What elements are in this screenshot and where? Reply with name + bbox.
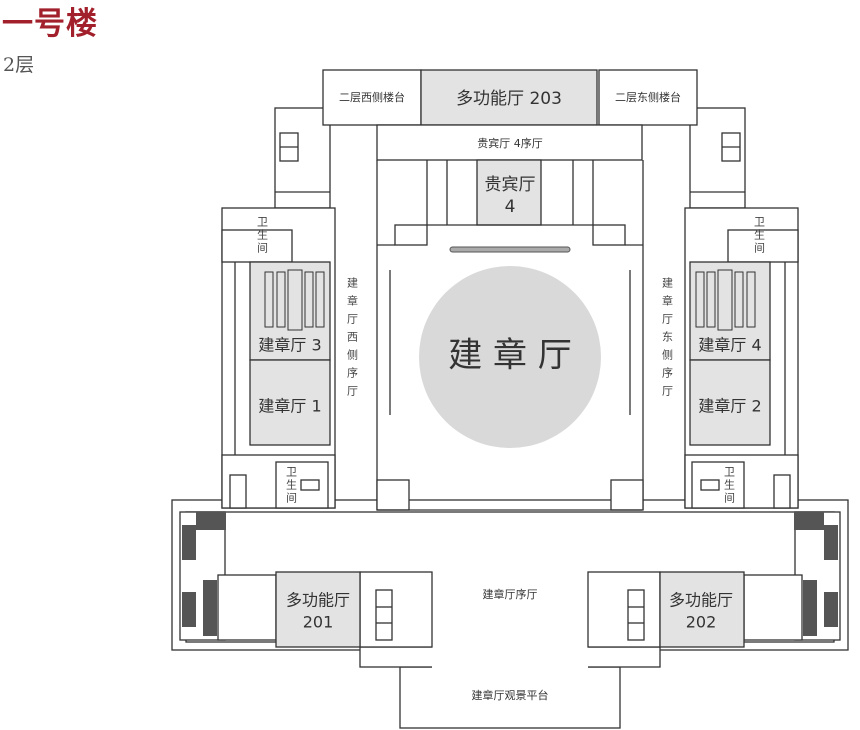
room-hall-203[interactable] [420, 69, 598, 126]
label-restroom-sw: 卫生间 [285, 466, 298, 505]
west-half [179, 69, 448, 648]
label-west-terrace: 二层西侧楼台 [339, 90, 405, 104]
label-main-hall: 建 章 厅 [448, 336, 572, 376]
label-vip-4-num: 4 [505, 197, 516, 217]
label-restroom-se: 卫生间 [723, 466, 736, 505]
label-west-lobby: 建章厅西侧序厅 [346, 276, 359, 403]
west-terrace [322, 69, 422, 126]
label-main-lobby: 建章厅序厅 [483, 587, 538, 601]
room-hall-201 [275, 571, 361, 648]
label-east-lobby: 建章厅东侧序厅 [661, 276, 674, 403]
connector-gap [432, 640, 588, 670]
stage [449, 246, 571, 253]
label-east-terrace: 二层东侧楼台 [615, 90, 681, 104]
label-restroom-nw: 卫生间 [256, 216, 269, 255]
label-hall-3: 建章厅 3 [258, 336, 321, 355]
label-hall-201-num: 201 [303, 613, 334, 632]
label-hall-2: 建章厅 2 [698, 397, 761, 416]
label-hall-203: 多功能厅 203 [456, 89, 562, 109]
label-hall-202-num: 202 [686, 613, 717, 632]
room-vip-4[interactable] [476, 159, 542, 226]
label-hall-4: 建章厅 4 [698, 336, 761, 355]
label-hall-202-name: 多功能厅 [669, 591, 733, 610]
label-hall-1: 建章厅 1 [258, 397, 321, 416]
room-platform[interactable] [399, 666, 621, 729]
label-restroom-ne: 卫生间 [753, 216, 766, 255]
room-hall-1 [249, 359, 331, 446]
label-vip-4-name: 贵宾厅 [485, 175, 536, 195]
label-hall-201-name: 多功能厅 [286, 591, 350, 610]
building-title: 一号楼 [2, 6, 98, 42]
room-hall-3 [249, 261, 331, 361]
main-hall-circle[interactable] [419, 266, 601, 448]
floor-label: 2层 [3, 54, 35, 76]
label-vip-lobby: 贵宾厅 4序厅 [477, 136, 543, 150]
label-platform: 建章厅观景平台 [472, 688, 549, 702]
